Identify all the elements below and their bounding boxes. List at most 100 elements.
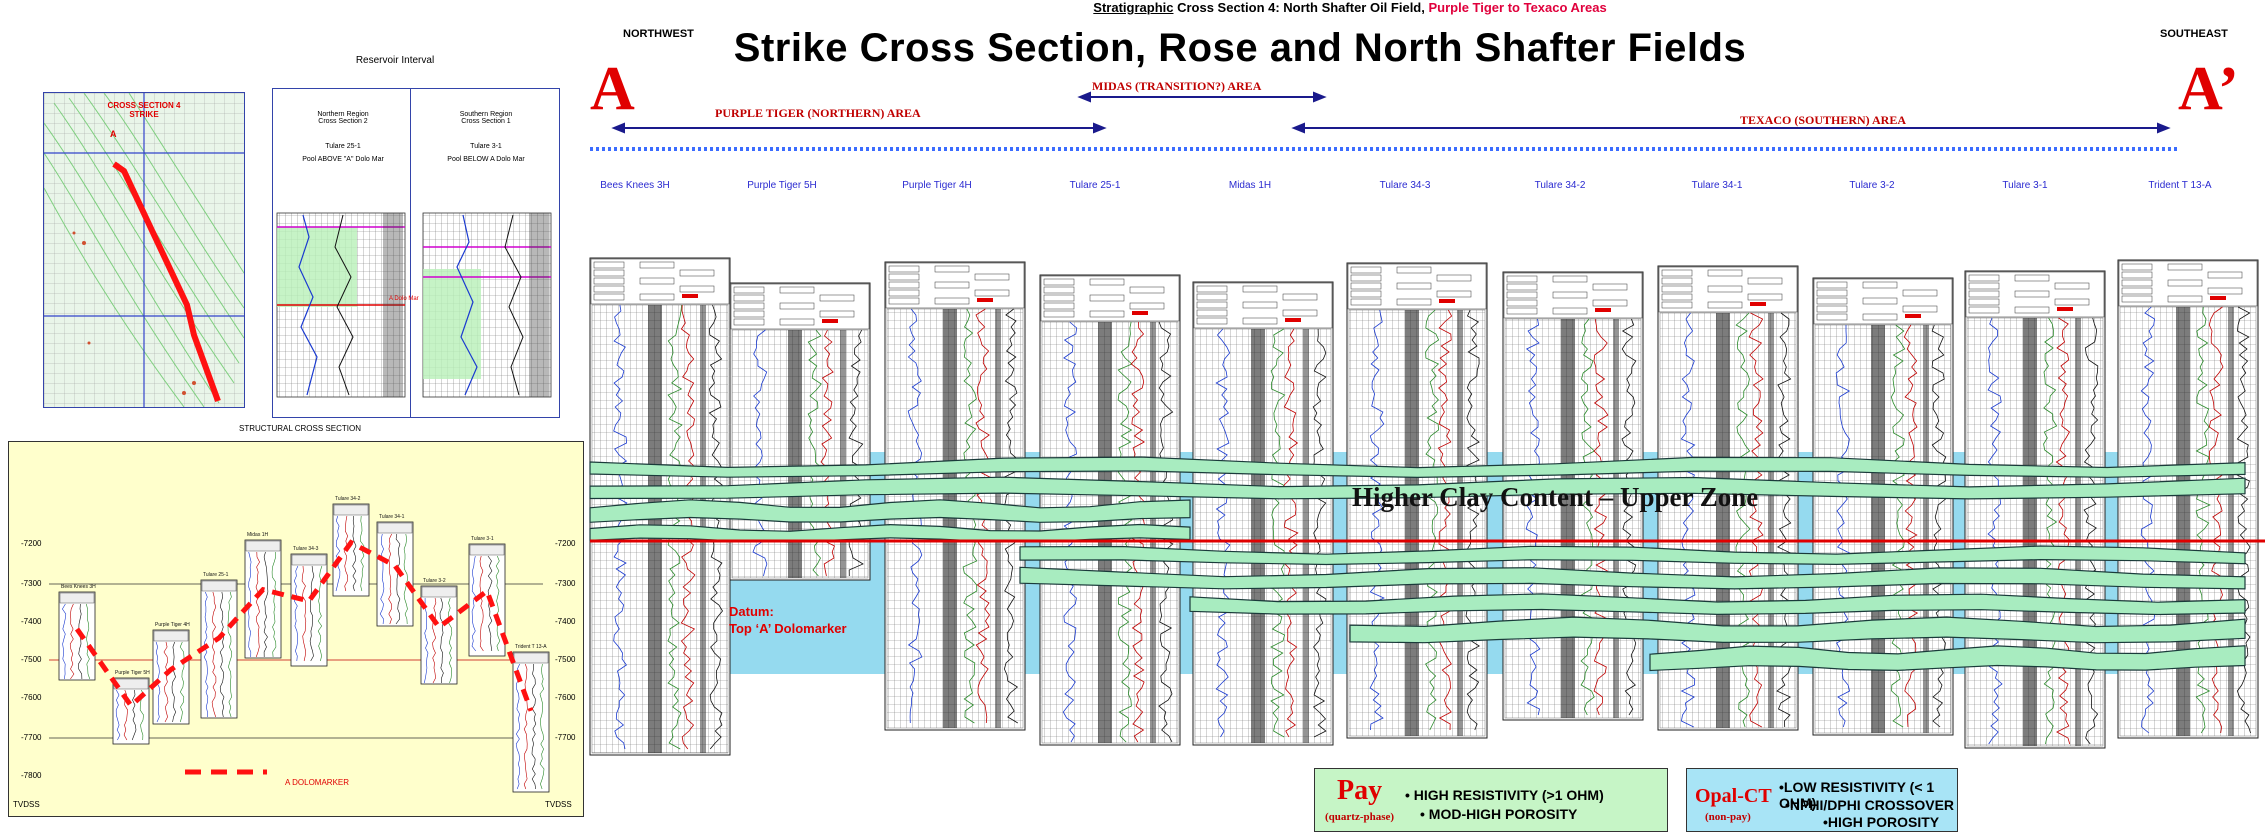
opal-item-2: •NPHI/DPHI CROSSOVER bbox=[1785, 797, 1955, 813]
direction-southeast: SOUTHEAST bbox=[2160, 28, 2228, 40]
pay-band-3 bbox=[589, 499, 1191, 523]
pay-item-1: • HIGH RESISTIVITY (>1 OHM) bbox=[1405, 787, 1604, 803]
structural-title: STRUCTURAL CROSS SECTION bbox=[239, 424, 361, 433]
opal-item-1: •LOW RESISTIVITY (< 1 OHM) bbox=[1779, 779, 1935, 811]
reservoir-marker-label: A Dolo Mar bbox=[389, 296, 419, 302]
struct-well-1: Bees Knees 3H bbox=[58, 584, 96, 681]
well-log-5 bbox=[1192, 281, 1334, 746]
well-name-1: Bees Knees 3H bbox=[600, 180, 670, 191]
supertitle-underlined: Stratigraphic bbox=[1093, 0, 1174, 15]
struct-well-label-1: Bees Knees 3H bbox=[61, 584, 96, 590]
location-map bbox=[44, 93, 244, 407]
well-name-9: Tulare 3-2 bbox=[1849, 180, 1895, 191]
depth-label-right-2: -7300 bbox=[555, 579, 576, 588]
reservoir-logs bbox=[276, 212, 552, 398]
depth-label-right-3: -7400 bbox=[555, 617, 576, 626]
well-name-2: Purple Tiger 5H bbox=[747, 180, 817, 191]
pay-item-2: • MOD-HIGH POROSITY bbox=[1420, 806, 1578, 822]
map-label-line-1: CROSS SECTION 4 bbox=[107, 101, 181, 110]
reservoir-left-title-2: Cross Section 2 bbox=[318, 118, 368, 125]
reservoir-inset: Northern Region Cross Section 2 Tulare 2… bbox=[272, 88, 560, 418]
reservoir-left-well: Tulare 25-1 bbox=[325, 143, 361, 150]
well-name-11: Trident T 13-A bbox=[2148, 180, 2212, 191]
struct-well-4: Tulare 25-1 bbox=[200, 572, 238, 719]
map-marker-a: A bbox=[110, 129, 117, 139]
map-label-line-2: STRIKE bbox=[129, 110, 159, 119]
struct-well-label-7: Tulare 34-2 bbox=[335, 496, 361, 502]
well-log-7 bbox=[1502, 271, 1644, 721]
well-name-6: Tulare 34-3 bbox=[1379, 180, 1431, 191]
pay-band-9 bbox=[1649, 645, 2246, 672]
location-map-inset: CROSS SECTION 4 STRIKE A bbox=[43, 92, 245, 408]
well-name-4: Tulare 25-1 bbox=[1069, 180, 1121, 191]
struct-well-8: Tulare 34-1 bbox=[376, 514, 414, 627]
zone-label-upper: Higher Clay Content – Upper Zone bbox=[1352, 482, 1759, 512]
struct-dolomarker bbox=[74, 539, 534, 712]
struct-well-label-9: Tulare 3-2 bbox=[423, 578, 446, 584]
depth-label-right-1: -7200 bbox=[555, 539, 576, 548]
pay-legend: Pay (quartz-phase) • HIGH RESISTIVITY (>… bbox=[1314, 768, 1668, 832]
area-label-midas: MIDAS (TRANSITION?) AREA bbox=[1092, 79, 1262, 93]
dolomarker-label: A DOLOMARKER bbox=[285, 778, 350, 787]
well-name-10: Tulare 3-1 bbox=[2002, 180, 2048, 191]
section-label-a: A bbox=[590, 55, 635, 123]
datum-line-1: Datum: bbox=[729, 604, 774, 619]
pay-band-2 bbox=[589, 476, 2246, 500]
pay-band-1 bbox=[589, 456, 2246, 479]
struct-well-5: Midas 1H bbox=[244, 532, 282, 659]
datum-label: Datum: Top ‘A’ Dolomarker bbox=[729, 603, 847, 637]
pay-band-6 bbox=[1019, 566, 2246, 590]
reservoir-right-title-1: Southern Region bbox=[459, 111, 513, 118]
area-arrows bbox=[590, 91, 2180, 151]
pay-sub: (quartz-phase) bbox=[1325, 811, 1395, 823]
depth-label-left-4: -7500 bbox=[21, 655, 42, 664]
depth-label-left-2: -7300 bbox=[21, 579, 42, 588]
struct-well-label-2: Purple Tiger 5H bbox=[115, 670, 150, 676]
tvdss-right: TVDSS bbox=[545, 800, 572, 809]
pay-band-7 bbox=[1189, 593, 2246, 616]
direction-northwest: NORTHWEST bbox=[623, 28, 694, 40]
pay-band-8 bbox=[1349, 616, 2246, 644]
struct-well-label-6: Tulare 34-3 bbox=[293, 546, 319, 552]
depth-label-left-5: -7600 bbox=[21, 693, 42, 702]
supertitle-main: Cross Section 4: North Shafter Oil Field… bbox=[1173, 0, 1429, 15]
supertitle: Stratigraphic Cross Section 4: North Sha… bbox=[1000, 0, 1700, 15]
well-name-8: Tulare 34-1 bbox=[1691, 180, 1743, 191]
struct-well-2: Purple Tiger 5H bbox=[112, 670, 150, 745]
area-label-north: PURPLE TIGER (NORTHERN) AREA bbox=[715, 106, 921, 120]
opal-item-3: •HIGH POROSITY bbox=[1823, 814, 1940, 830]
struct-well-label-10: Tulare 3-1 bbox=[471, 536, 494, 542]
depth-label-left-3: -7400 bbox=[21, 617, 42, 626]
reservoir-right-pool: Pool BELOW A Dolo Mar bbox=[447, 156, 525, 163]
reservoir-title: Reservoir Interval bbox=[355, 55, 435, 66]
struct-well-label-11: Trident T 13-A bbox=[515, 644, 547, 650]
struct-well-9: Tulare 3-2 bbox=[420, 578, 458, 685]
map-label: CROSS SECTION 4 STRIKE bbox=[84, 101, 204, 119]
depth-label-left-7: -7800 bbox=[21, 771, 42, 780]
well-name-7: Tulare 34-2 bbox=[1534, 180, 1586, 191]
pay-band-5 bbox=[1019, 545, 2246, 566]
tvdss-left: TVDSS bbox=[13, 800, 40, 809]
supertitle-red: Purple Tiger to Texaco Areas bbox=[1428, 0, 1607, 15]
depth-label-left-6: -7700 bbox=[21, 733, 42, 742]
reservoir-left-pool: Pool ABOVE "A" Dolo Mar bbox=[302, 156, 384, 163]
well-log-3 bbox=[884, 261, 1026, 731]
area-label-south: TEXACO (SOUTHERN) AREA bbox=[1740, 113, 1907, 127]
struct-well-label-8: Tulare 34-1 bbox=[379, 514, 405, 520]
reservoir-right-title-2: Cross Section 1 bbox=[461, 118, 511, 125]
depth-label-right-6: -7700 bbox=[555, 733, 576, 742]
struct-well-label-4: Tulare 25-1 bbox=[203, 572, 229, 578]
struct-well-6: Tulare 34-3 bbox=[290, 546, 328, 667]
opal-word: Opal-CT bbox=[1695, 785, 1772, 807]
struct-well-11: Trident T 13-A bbox=[512, 644, 550, 793]
depth-label-right-4: -7500 bbox=[555, 655, 576, 664]
depth-label-right-5: -7600 bbox=[555, 693, 576, 702]
opal-sub: (non-pay) bbox=[1705, 811, 1751, 823]
struct-well-3: Purple Tiger 4H bbox=[152, 622, 190, 725]
section-label-a-prime: A’ bbox=[2178, 55, 2239, 123]
reservoir-right-heading: Southern Region Cross Section 1 Tulare 3… bbox=[421, 111, 551, 163]
well-name-3: Purple Tiger 4H bbox=[902, 180, 972, 191]
depth-label-left-1: -7200 bbox=[21, 539, 42, 548]
